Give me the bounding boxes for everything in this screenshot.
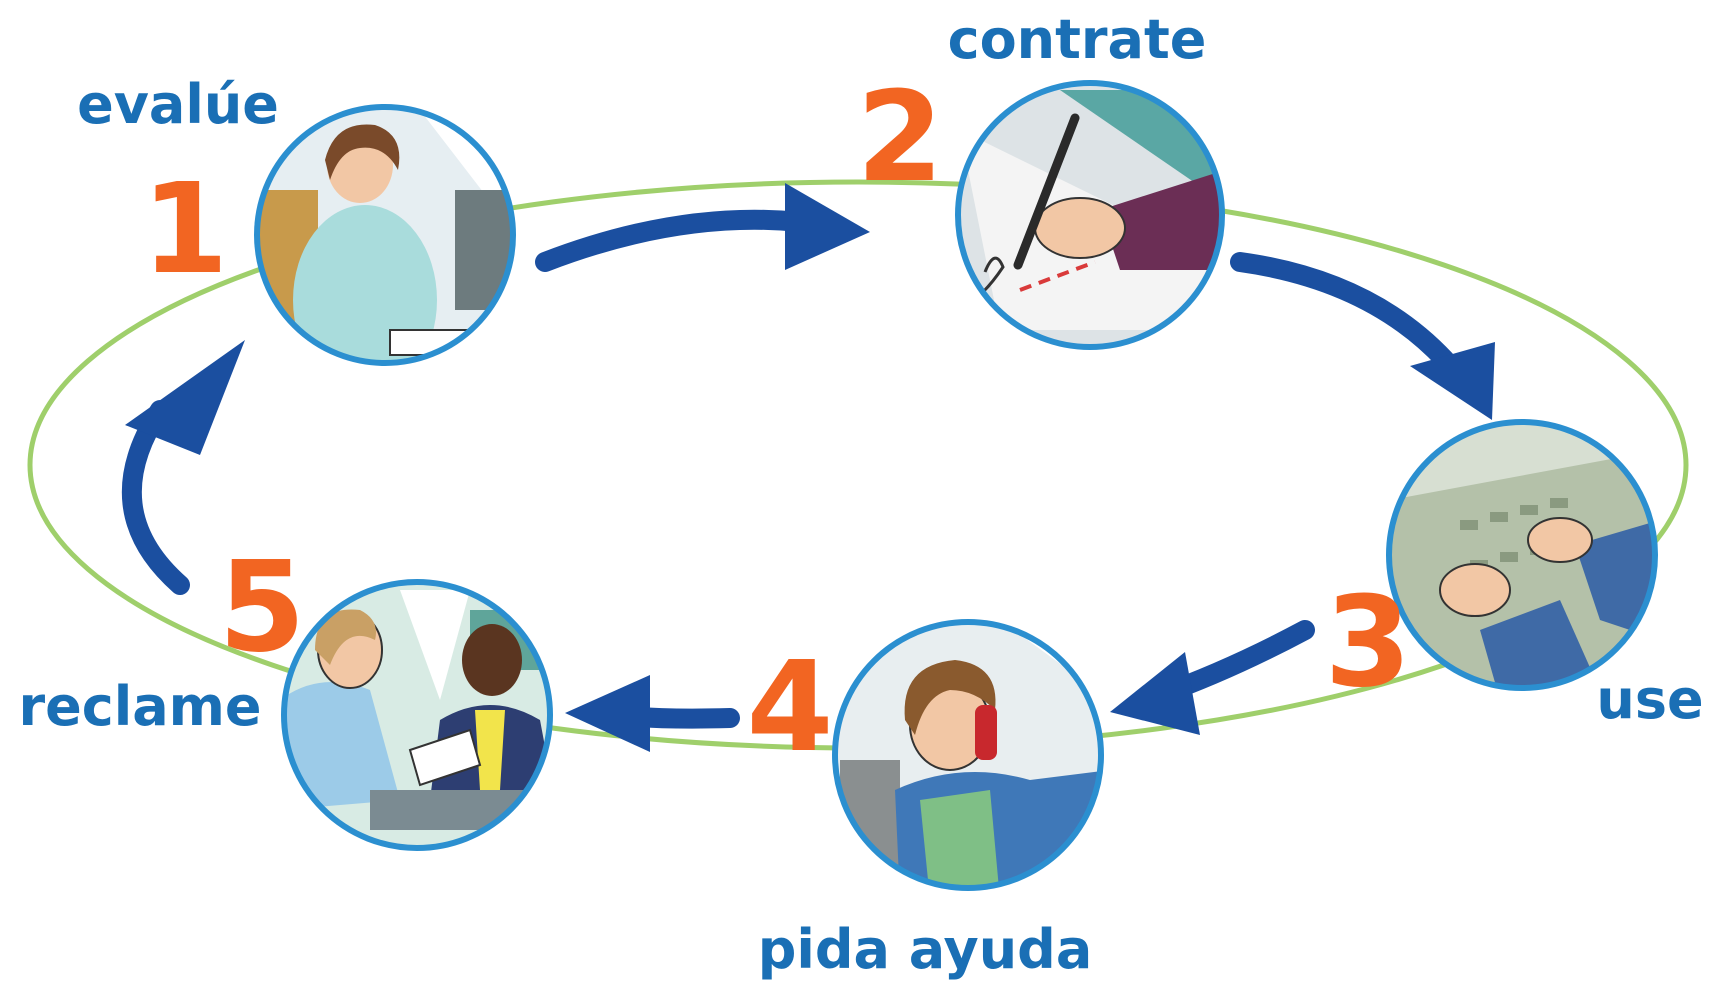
arrow-4-to-5	[565, 675, 740, 752]
arrow-1-to-2	[535, 183, 870, 272]
man-on-phone-icon	[832, 619, 1104, 891]
arrow-2-to-3	[1230, 252, 1495, 420]
step-4-label: pida ayuda	[758, 918, 1093, 981]
arrow-5-to-1	[122, 340, 245, 595]
hand-signing-contract-icon	[955, 80, 1225, 350]
step-1-number: 1	[142, 157, 229, 302]
step-4-number: 4	[747, 635, 834, 780]
step-3-label: use	[1596, 668, 1703, 731]
hands-typing-keyboard-icon	[1386, 419, 1658, 691]
step-2-number: 2	[857, 65, 944, 210]
customer-at-counter-icon	[281, 579, 553, 851]
arrow-3-to-4	[1110, 620, 1315, 735]
step-3-number: 3	[1325, 570, 1412, 715]
step-2-label: contrate	[948, 8, 1207, 71]
step-5-number: 5	[219, 535, 306, 680]
step-5-label: reclame	[18, 675, 261, 738]
woman-at-computer-icon	[254, 104, 516, 366]
step-1-label: evalúe	[77, 73, 279, 136]
